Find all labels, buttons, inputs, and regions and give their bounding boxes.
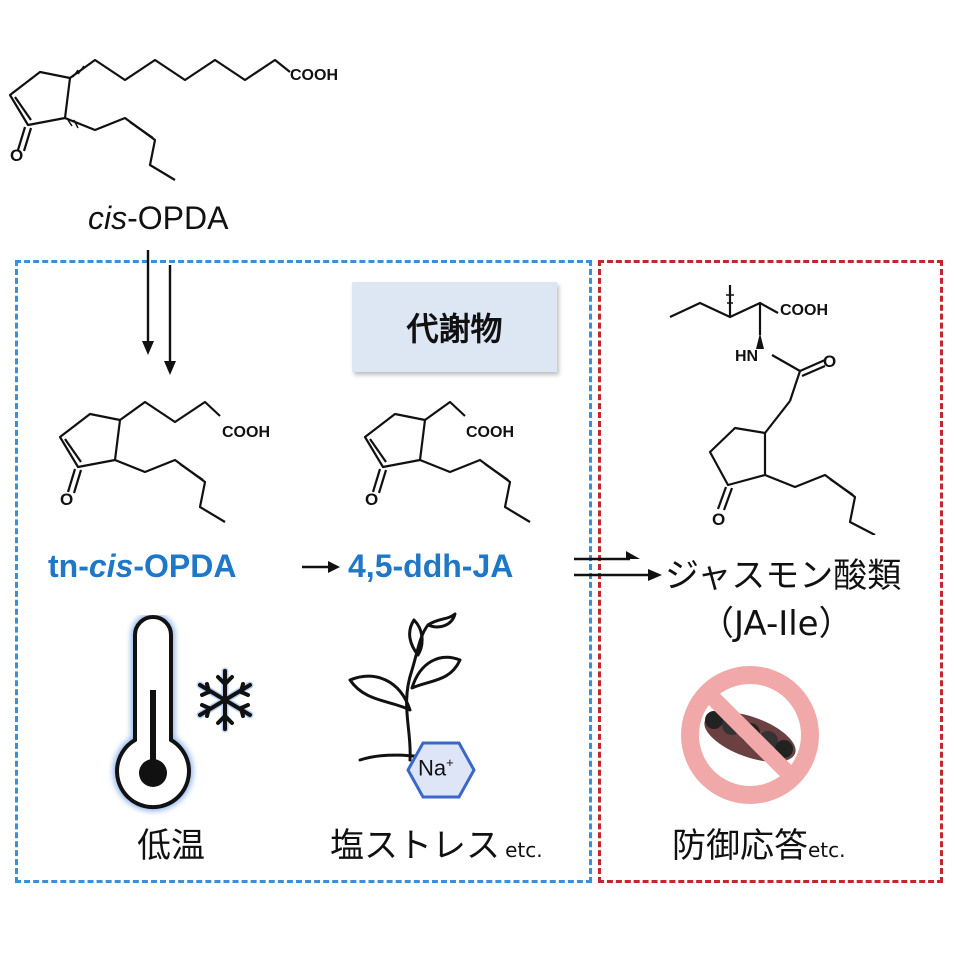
tn-italic: cis [88,548,134,584]
salt-stress-label: 塩ストレス [330,826,500,866]
defense-etc-label: etc. [808,838,846,862]
ddh-ja-structure [363,400,531,523]
tn-cis-opda-structure [58,400,226,523]
ja-ile-structure [669,285,876,535]
tn-oxygen-label: O [60,490,74,509]
tn-cooh-label: COOH [222,424,270,441]
sodium-hexagon-icon [406,741,476,799]
metabolite-region [15,260,592,883]
top-cooh-label: COOH [290,67,338,84]
ja-ring-oxygen-label: O [712,510,726,529]
snowflake-icon [196,667,254,733]
tn-prefix: tn- [48,548,89,584]
cis-opda-structure [8,58,291,181]
sodium-charge: + [446,755,454,770]
cis-opda-name: cis-OPDA [88,200,228,237]
sodium-label: Na+ [418,755,454,781]
ja-ile-subname: （JA-Ile） [700,604,853,644]
metabolite-label: 代謝物 [406,310,503,348]
tn-cis-opda-name: tn-cis-OPDA [48,548,236,585]
defense-label-group: 防御応答etc. [672,818,846,867]
no-insect-icon [681,666,819,804]
tn-to-ddh-arrow [302,561,340,573]
downward-arrows [142,250,176,375]
ddh-oxygen-label: O [365,490,379,509]
ddh-cooh-label: COOH [466,424,514,441]
metabolite-label-box: 代謝物 [352,282,557,372]
jasmonate-region [598,260,943,883]
thermometer-icon [113,615,193,812]
top-oxygen-label: O [10,146,24,165]
sodium-symbol: Na [418,755,447,781]
salt-stress-label-group: 塩ストレス etc. [330,818,543,867]
equilibrium-arrows [574,551,662,581]
cis-opda-rest: -OPDA [127,200,229,236]
jasmonate-name: ジャスモン酸類 [665,556,902,596]
ddh-ja-name: 4,5-ddh-JA [348,548,514,584]
defense-response-label: 防御応答 [672,826,808,866]
cis-opda-italic: cis [88,200,128,236]
salt-etc-label: etc. [505,838,543,862]
ja-cooh-label: COOH [780,302,828,319]
ja-amide-oxygen-label: O [823,352,837,371]
cold-label: 低温 [137,826,205,866]
tn-suffix: -OPDA [133,548,237,584]
ja-hn-label: HN [735,348,759,365]
